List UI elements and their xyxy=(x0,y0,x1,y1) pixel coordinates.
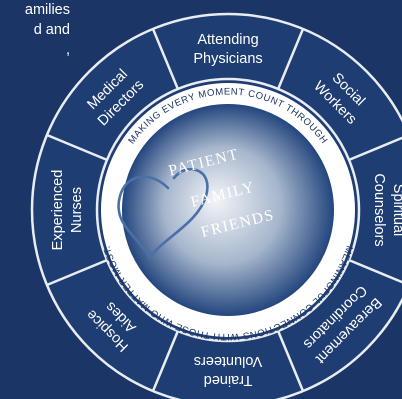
segment-divider xyxy=(151,28,180,90)
segment-divider xyxy=(348,136,402,162)
segment-divider xyxy=(276,28,305,90)
cropped-intro-text: amilies d and , xyxy=(0,0,70,110)
inner-ring-border xyxy=(95,77,361,343)
heart-outline-icon xyxy=(117,168,209,261)
segment-label-line: Volunteers xyxy=(194,353,263,369)
segment-label-line: Experienced xyxy=(50,170,66,251)
segment-trained-volunteers: Trained Volunteers xyxy=(194,353,263,388)
segment-label-line: Trained xyxy=(204,372,253,388)
segment-divider xyxy=(46,133,108,162)
intro-text-line: , xyxy=(65,42,70,58)
segment-label-line: Nurses xyxy=(69,187,85,233)
intro-text-line: d and xyxy=(33,22,70,38)
segment-divider xyxy=(348,258,402,284)
segment-label-line: Physicians xyxy=(193,51,262,67)
segment-label-line: Spiritual xyxy=(390,184,402,236)
segment-label-line: Attending xyxy=(197,32,258,48)
segment-divider xyxy=(151,330,180,392)
center-disc xyxy=(122,104,334,316)
segment-divider xyxy=(276,330,305,392)
intro-text-line: amilies xyxy=(24,2,70,18)
segment-divider xyxy=(46,258,108,287)
segment-label-line: Counselors xyxy=(371,173,387,246)
